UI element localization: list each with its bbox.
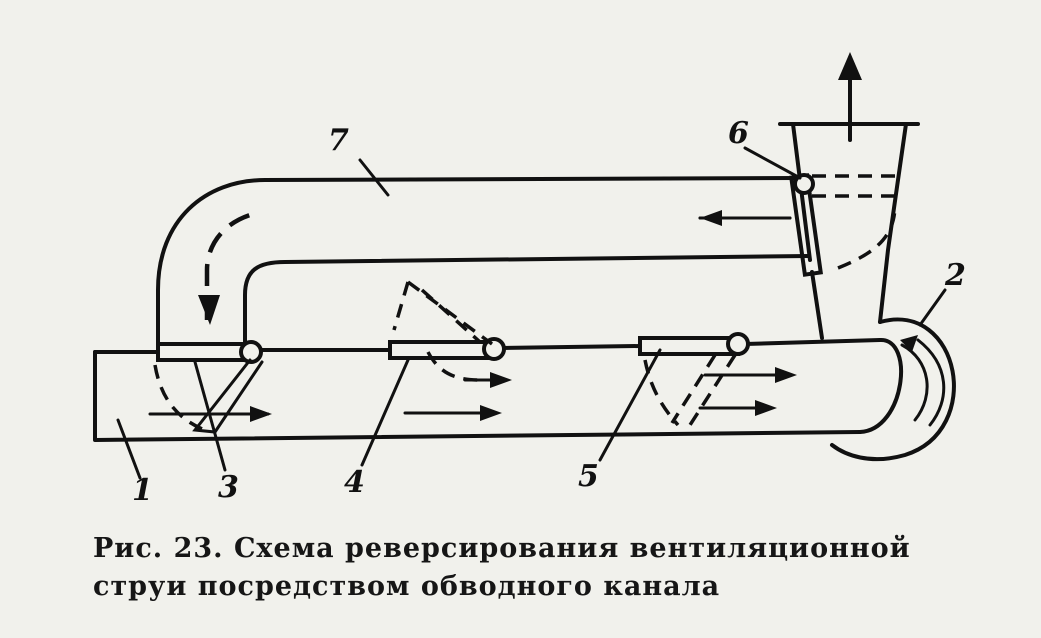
label-1: 1 (132, 473, 153, 508)
main-duct (93, 337, 903, 442)
label-5: 5 (578, 459, 599, 494)
label-6: 6 (728, 116, 749, 151)
figure-caption: Рис. 23. Схема реверсирования вентиляцио… (93, 530, 993, 606)
label-3: 3 (218, 470, 239, 505)
exhaust-arrow (838, 52, 862, 142)
label-2: 2 (944, 258, 966, 293)
label-4: 4 (344, 465, 365, 500)
label-7: 7 (328, 123, 349, 158)
damper-5 (638, 332, 797, 427)
leader-lines (116, 146, 947, 480)
bypass-channel (156, 176, 810, 347)
caption-line-1: Рис. 23. Схема реверсирования вентиляцио… (93, 533, 911, 564)
damper-6 (788, 173, 900, 277)
caption-line-2: струи посредством обводного канала (93, 571, 721, 602)
fan (830, 317, 956, 462)
ventilation-reversal-diagram: 1 2 3 4 5 6 7 (93, 52, 966, 508)
damper-4 (388, 280, 512, 421)
